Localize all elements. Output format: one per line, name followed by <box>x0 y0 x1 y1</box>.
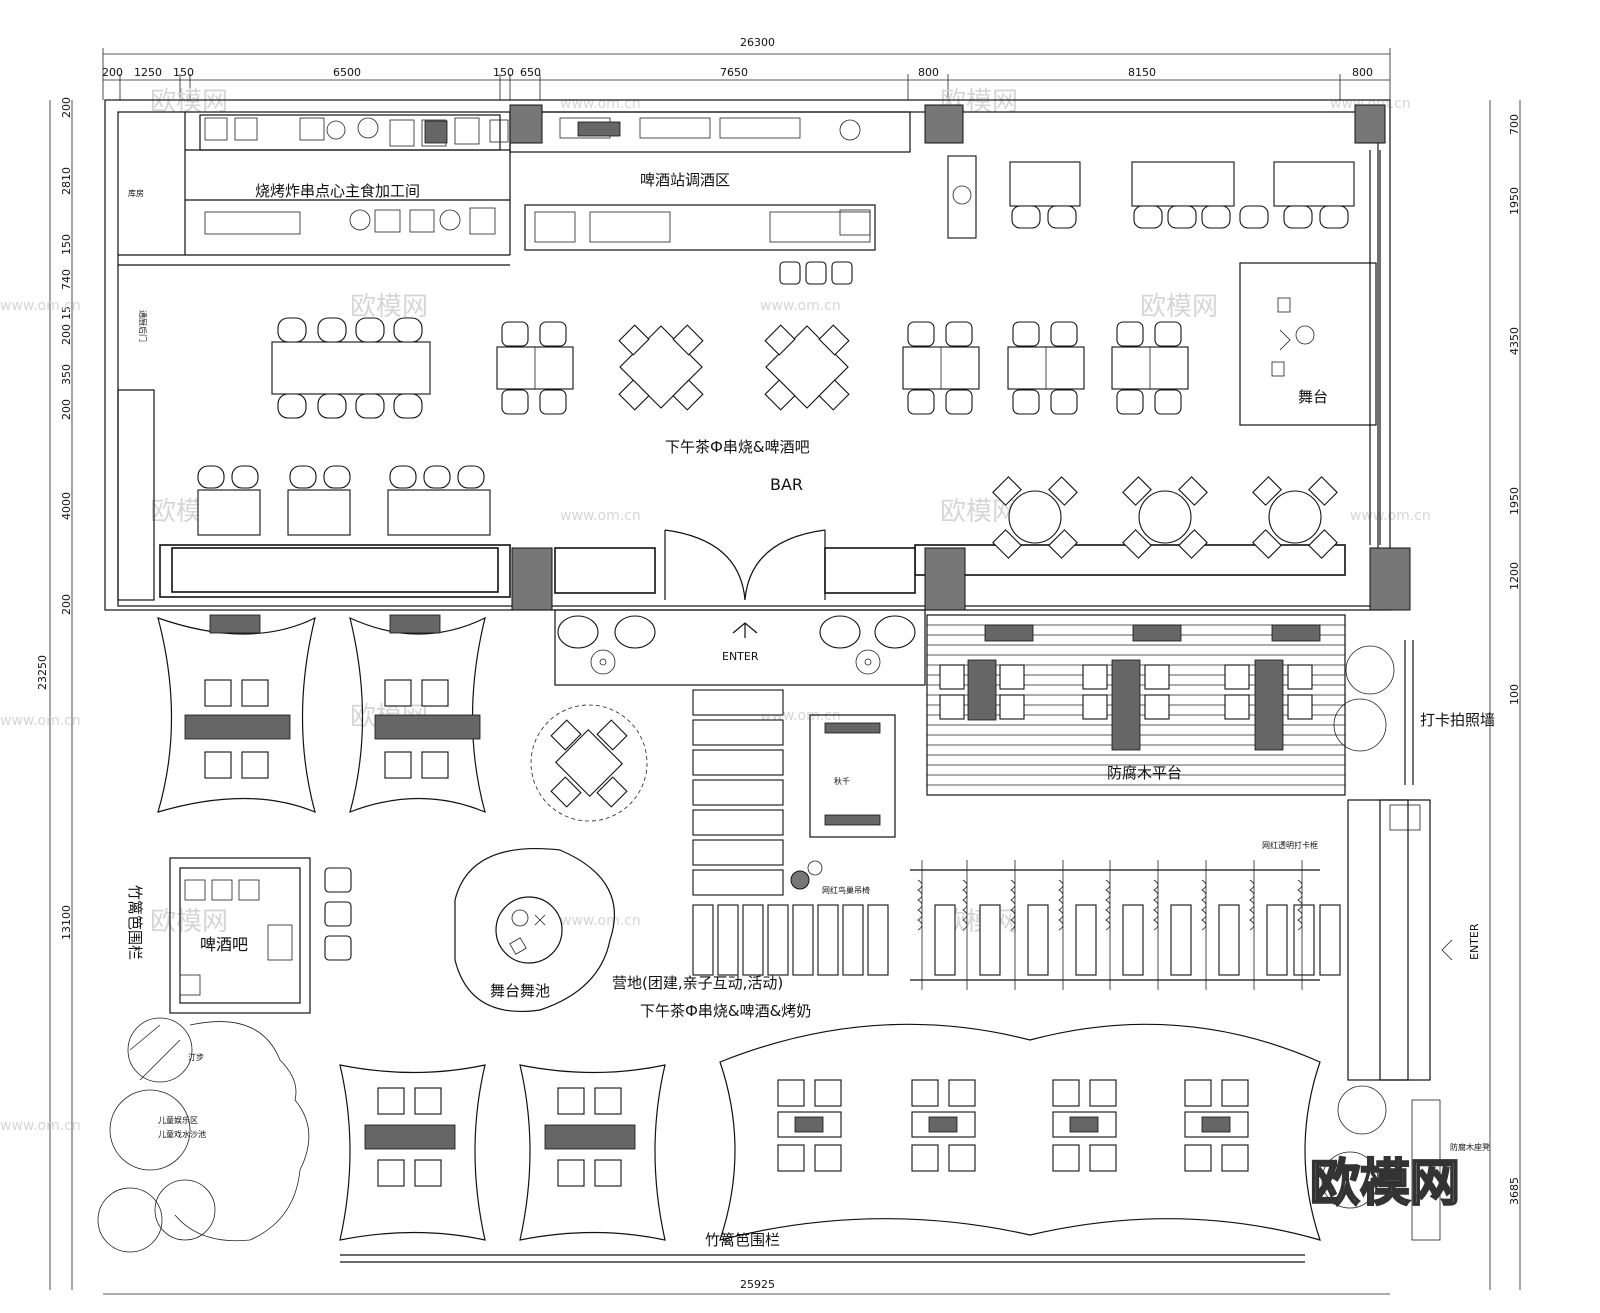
checkin-wall-area: 打卡拍照墙 ENTER 网红透明打卡框 <box>1262 640 1495 1081</box>
tent-bottom-1 <box>339 1064 486 1241</box>
dim-right-5: 1200 <box>1508 562 1521 590</box>
swing: 秋千 <box>809 714 896 838</box>
dim-right-4: 1950 <box>1508 487 1521 515</box>
dance-stage: 舞台舞池 <box>454 848 615 1012</box>
dim-left-6: 15 <box>60 306 73 320</box>
wm-site-3: www.om.cn <box>760 298 841 314</box>
label-swing: 秋千 <box>834 776 850 786</box>
wood-deck: 防腐木平台 <box>926 614 1346 796</box>
dim-top-3: 150 <box>173 66 194 79</box>
right-landscape: 防腐木座凳 <box>1321 645 1490 1241</box>
brand-watermark: 欧模网 <box>1310 1154 1460 1212</box>
wm-site-9: www.om.cn <box>0 713 81 729</box>
dim-top-10: 800 <box>1352 66 1373 79</box>
dim-left-9: 4000 <box>60 492 73 520</box>
label-camp: 营地(团建,亲子互动,活动) <box>612 974 783 992</box>
kitchen-fixtures <box>199 114 871 243</box>
dim-top-7: 7650 <box>720 66 748 79</box>
label-camp-sub: 下午茶Ф串烧&啤酒&烤奶 <box>640 1002 811 1020</box>
label-deck: 防腐木平台 <box>1107 764 1182 782</box>
dim-top-6: 650 <box>520 66 541 79</box>
dim-top-1: 200 <box>102 66 123 79</box>
dim-top-5: 150 <box>493 66 514 79</box>
wm-site-4: www.om.cn <box>560 508 641 524</box>
dim-right-2: 1950 <box>1508 187 1521 215</box>
bottom-fence: 竹篱笆围栏 <box>340 1231 1305 1263</box>
dim-left-8: 200 <box>60 399 73 420</box>
dimension-lines: 26300 200 1250 150 6500 150 650 7650 800… <box>36 36 1521 1295</box>
kids-area: 汀步 儿童娱乐区 儿童戏水沙池 <box>97 1017 310 1253</box>
label-enter-side: ENTER <box>1468 923 1481 960</box>
dim-left-2: 2810 <box>60 167 73 195</box>
dim-top-total: 26300 <box>740 36 775 49</box>
main-entrance[interactable]: ENTER <box>554 529 926 686</box>
wm-site-8: www.om.cn <box>0 298 81 314</box>
wm-8: 欧模网 <box>150 907 228 937</box>
wm-site-1: www.om.cn <box>560 96 641 112</box>
dim-left-4: 740 <box>60 269 73 290</box>
label-storage: 库房 <box>128 188 144 198</box>
label-net-red-frame: 网红透明打卡框 <box>1262 840 1318 850</box>
wm-4: 欧模网 <box>1140 292 1218 322</box>
dim-left-12: 13100 <box>60 905 73 940</box>
tent-bottom-2 <box>519 1064 666 1241</box>
label-stage: 舞台 <box>1298 388 1328 406</box>
beer-bar-kiosk: 啤酒吧 竹篱笆围栏 <box>126 857 352 1014</box>
building-walls <box>104 99 1391 611</box>
dim-left-7: 350 <box>60 364 73 385</box>
label-back-door: 通厨后门 <box>138 310 148 342</box>
wm-site-10: www.om.cn <box>0 1118 81 1134</box>
dim-left-10: 200 <box>60 594 73 615</box>
label-beer-station: 啤酒站调酒区 <box>640 171 730 189</box>
dim-top-2: 1250 <box>134 66 162 79</box>
label-beer-bar: 啤酒吧 <box>200 935 248 954</box>
bar-stools <box>779 261 853 285</box>
label-bamboo-fence-left: 竹篱笆围栏 <box>126 885 144 960</box>
wooden-benches <box>692 689 1341 976</box>
round-pavilion <box>530 704 648 822</box>
dim-right-6: 100 <box>1508 684 1521 705</box>
label-checkin-wall: 打卡拍照墙 <box>1420 711 1495 729</box>
tent-left-1 <box>157 614 316 814</box>
dim-right-7: 3685 <box>1508 1177 1521 1205</box>
dim-left-11: 23250 <box>36 655 49 690</box>
wm-site-7: www.om.cn <box>560 913 641 929</box>
dim-left-3: 150 <box>60 234 73 255</box>
structural-columns <box>509 104 1411 611</box>
dim-top-9: 8150 <box>1128 66 1156 79</box>
trellis-row <box>910 860 1320 990</box>
label-stepping: 汀步 <box>188 1053 204 1062</box>
dim-right-3: 4350 <box>1508 327 1521 355</box>
dim-right-1: 700 <box>1508 114 1521 135</box>
label-bamboo-fence-bottom: 竹篱笆围栏 <box>705 1231 780 1249</box>
wm-3: 欧模网 <box>350 292 428 322</box>
stage: 舞台 <box>1239 262 1377 426</box>
big-canopy <box>719 1023 1321 1241</box>
label-kitchen: 烧烤炸串点心主食加工间 <box>255 182 420 200</box>
label-wood-bench: 防腐木座凳 <box>1450 1142 1490 1152</box>
dim-top-8: 800 <box>918 66 939 79</box>
dim-top-4: 6500 <box>333 66 361 79</box>
interior-furniture <box>197 155 1355 559</box>
dim-left-5: 200 <box>60 324 73 345</box>
label-sand-pool: 儿童戏水沙池 <box>158 1129 206 1139</box>
dim-left-1: 200 <box>60 97 73 118</box>
label-bar: BAR <box>770 475 803 494</box>
label-kids-area: 儿童娱乐区 <box>158 1115 198 1125</box>
label-enter-main: ENTER <box>722 650 759 663</box>
label-landmark: 网红鸟巢吊椅 <box>822 885 870 895</box>
tent-left-2 <box>349 614 486 814</box>
label-main-hall: 下午茶Ф串烧&啤酒吧 <box>665 438 810 456</box>
label-stage-dance: 舞台舞池 <box>490 982 550 1000</box>
birdnest-chair: 网红鸟巢吊椅 <box>790 860 870 895</box>
dim-bottom-total: 25925 <box>740 1278 775 1291</box>
